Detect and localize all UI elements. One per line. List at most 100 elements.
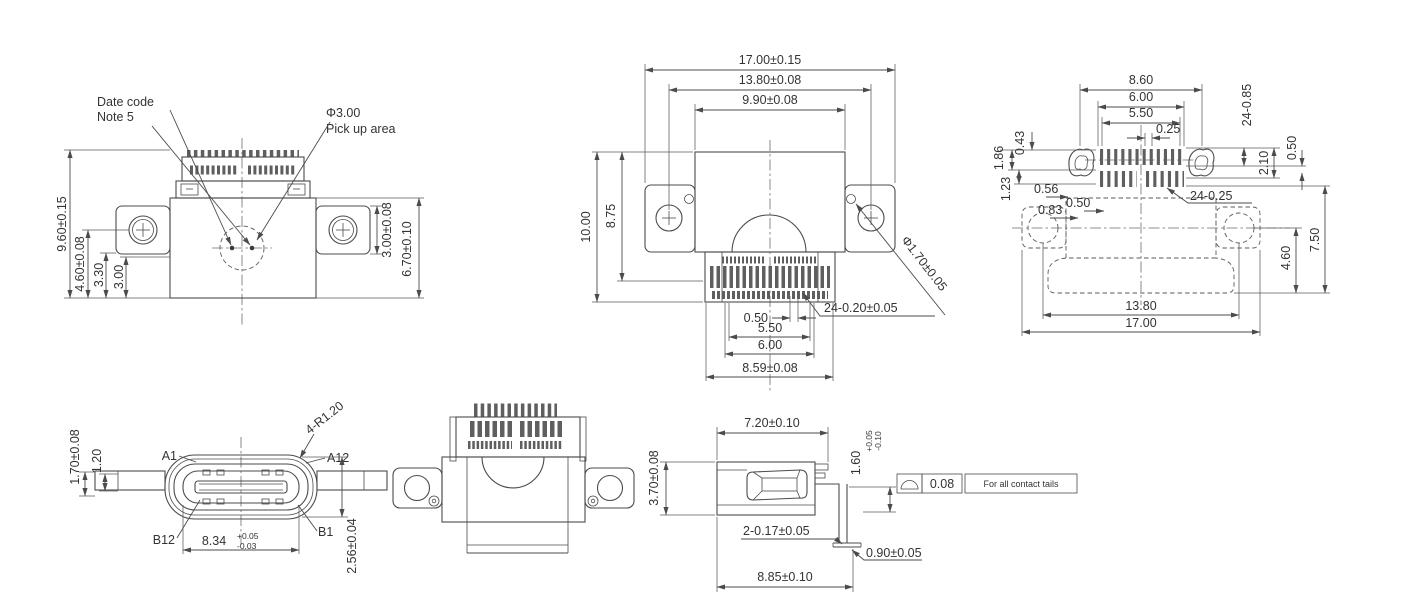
tails-leader [741, 536, 843, 545]
dim-750: 7.50 [1308, 228, 1322, 252]
datecode-dot-left [229, 245, 235, 251]
dim-corner-radius: 4-R1.20 [303, 399, 347, 437]
face-bump [261, 498, 270, 505]
dim-210: 2.10 [1257, 151, 1271, 175]
face-bump [275, 498, 284, 505]
dim-pads-tall: 24-0.85 [1240, 84, 1254, 126]
pickup-label-line1: Φ3.00 [326, 106, 360, 120]
dim-600p: 6.00 [1129, 90, 1153, 104]
side-contact-hook1 [814, 463, 829, 471]
gdt-note: 0.08 For all contact tails [896, 473, 1078, 494]
top-ear-right [844, 184, 896, 253]
pcb-shield-pad-right [1188, 148, 1215, 177]
dim-170: 1.70±0.08 [68, 429, 82, 485]
elev-screw-left [428, 495, 440, 507]
side-view: 7.20±0.10 3.70±0.08 1.60 +0.05 -0.10 2-0… [647, 416, 1078, 592]
face-bump [261, 469, 270, 476]
face-bump [202, 498, 211, 505]
face-bump [275, 469, 284, 476]
dim-1000: 10.00 [579, 211, 593, 242]
elevation-view [392, 403, 635, 554]
gdt-value-cell [921, 473, 963, 494]
face-bump [216, 498, 225, 505]
a12-leader [305, 457, 326, 464]
dim-960: 9.60±0.15 [55, 196, 69, 252]
front-body [169, 197, 317, 299]
pcb-shield-pad-right-inner [1194, 155, 1209, 171]
pcb-skirt-outline [1047, 257, 1235, 294]
front-lug-right-hole-inner [332, 219, 354, 241]
dim-050: 0.50 [744, 311, 768, 325]
side-window-edge4 [752, 490, 763, 501]
dim-834-minus: -0.03 [237, 541, 257, 551]
dim-090: 0.90±0.05 [866, 546, 922, 560]
dim-370: 3.70±0.08 [647, 450, 661, 506]
front-flange [175, 180, 311, 199]
elev-screw-right-inner [590, 498, 596, 504]
gdt-label: For all contact tails [983, 479, 1059, 489]
datecode-dot-right [249, 245, 255, 251]
dim-1700p: 17.00 [1125, 316, 1156, 330]
front-lug-right [315, 205, 371, 255]
dim-860: 8.60 [1129, 73, 1153, 87]
dim-tails: 2-0.17±0.05 [743, 524, 810, 538]
dim-lug: 3.00±0.08 [380, 202, 394, 258]
face-bump [216, 469, 225, 476]
dim-056: 0.56 [1034, 182, 1058, 196]
pin-label-a12: A12 [327, 451, 349, 465]
face-shell-outer [164, 454, 318, 520]
face-cavity [182, 470, 300, 504]
dim-1700: 17.00±0.15 [739, 53, 802, 67]
face-tongue [194, 480, 288, 494]
dim-123: 1.23 [999, 177, 1013, 201]
elev-dome-arc [481, 456, 545, 489]
dim-550p: 5.50 [1129, 106, 1153, 120]
pin-label-b12: B12 [153, 533, 175, 547]
front-latch-left [180, 183, 199, 196]
dim-050-mid: 0.50 [1066, 196, 1090, 210]
pcb-ear-left-outline [1021, 206, 1067, 249]
front-lug-left-hole-inner [132, 219, 154, 241]
datecode-leader-2 [151, 125, 251, 246]
elev-screw-left-inner [431, 498, 437, 504]
dim-pads-small: 24-0.25 [1190, 189, 1232, 203]
b1-leader [297, 504, 318, 532]
dim-160-minus: -0.10 [873, 431, 883, 451]
dim-834-plus: +0.05 [237, 531, 259, 541]
front-lug-right-hole [328, 215, 358, 245]
elev-leg-left [449, 416, 457, 462]
pcb-view: 8.60 6.00 5.50 0.25 24-0.85 2.10 0.50 4.… [992, 73, 1330, 336]
dim-hole: Φ1.70±0.05 [898, 233, 949, 293]
hole-leader [855, 203, 946, 316]
dim-990: 9.90±0.08 [742, 93, 798, 107]
top-dome-arc [731, 214, 807, 253]
radius-leader [299, 433, 315, 459]
dim-600: 6.00 [758, 338, 782, 352]
pin-label-b1: B1 [318, 525, 333, 539]
side-tail-outer [815, 483, 840, 543]
datecode-label-line1: Date code [97, 95, 154, 109]
dim-460: 4.60±0.08 [73, 236, 87, 292]
dim-885: 8.85±0.10 [757, 570, 813, 584]
gdt-text-cell [964, 473, 1078, 494]
dim-256: 2.56±0.04 [345, 518, 359, 574]
dim-120: 1.20 [90, 449, 104, 473]
dim-330: 3.30 [92, 263, 106, 287]
a1-leader [178, 455, 197, 463]
dim-550: 5.50 [758, 321, 782, 335]
pads-small-leader [1166, 187, 1252, 204]
pin-label-a1: A1 [162, 449, 177, 463]
pins-leader [802, 292, 935, 317]
top-ear-left [644, 184, 696, 253]
pickup-label-line2: Pick up area [326, 122, 396, 136]
side-body [716, 461, 816, 516]
elev-body [441, 456, 586, 523]
side-contact-hook2 [814, 472, 826, 479]
b12-leader [176, 499, 201, 539]
face-view: A1 A12 B12 B1 4-R1.20 1.70±0.08 1.20 8.3… [68, 399, 388, 574]
side-window-edge1 [752, 471, 763, 479]
gdt-symbol-cell [896, 473, 923, 494]
dim-460p: 4.60 [1279, 246, 1293, 270]
